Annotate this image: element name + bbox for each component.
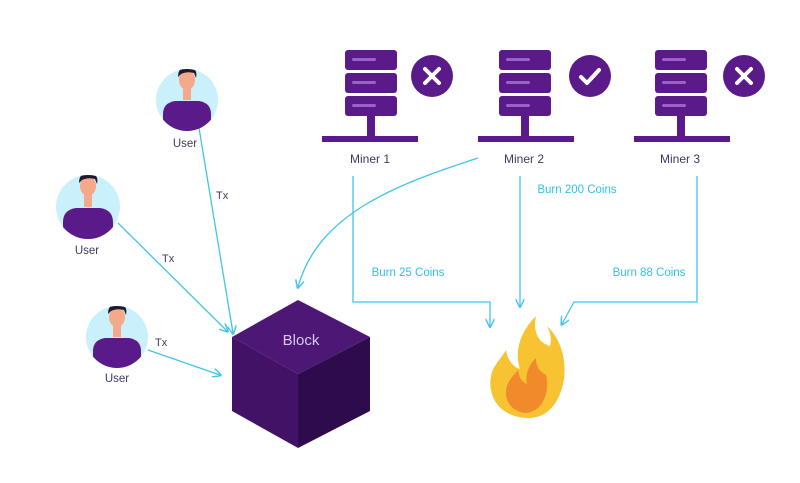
- miner-1: Miner 1 Burn 25 Coins: [322, 50, 453, 279]
- user-avatar-icon: [163, 69, 211, 131]
- user-1: User Tx: [156, 69, 229, 202]
- block-label: Block: [283, 332, 320, 349]
- burn-label: Burn 200 Coins: [537, 184, 617, 196]
- user-label: User: [105, 373, 129, 385]
- burn-arrow-miner-1: [352, 176, 490, 326]
- tx-arrow-user-1: [198, 127, 233, 333]
- block-top-face: [232, 300, 370, 374]
- miner-label: Miner 1: [350, 152, 390, 166]
- user-3: User Tx: [86, 306, 168, 385]
- check-icon: [569, 55, 611, 97]
- user-avatar-icon: [63, 175, 113, 239]
- block-cube: Block: [232, 300, 370, 448]
- block-right-face: [298, 337, 370, 448]
- user-label: User: [75, 245, 99, 257]
- server-icon: [478, 50, 574, 142]
- fire-icon: [490, 316, 565, 419]
- server-icon: [322, 50, 418, 142]
- x-icon: [411, 55, 453, 97]
- miner-3: Miner 3 Burn 88 Coins: [613, 50, 765, 279]
- tx-arrow-user-3: [147, 349, 220, 375]
- flame-inner: [505, 358, 548, 413]
- block-left-face: [232, 337, 298, 448]
- tx-label: Tx: [216, 190, 229, 202]
- tx-arrow-user-2: [117, 222, 227, 331]
- miner2-to-block-arrow: [298, 157, 479, 287]
- burn-arrow-miner-3: [562, 176, 698, 324]
- tx-label: Tx: [162, 253, 175, 265]
- miner-label: Miner 3: [660, 152, 700, 166]
- burn-label: Burn 88 Coins: [613, 267, 686, 279]
- user-2: User Tx: [56, 175, 175, 265]
- arrows: [117, 127, 698, 375]
- miner-2: Miner 2 Burn 200 Coins: [478, 50, 617, 196]
- burn-label: Burn 25 Coins: [372, 267, 445, 279]
- user-label: User: [173, 138, 197, 150]
- x-icon: [723, 55, 765, 97]
- tx-label: Tx: [155, 337, 168, 349]
- server-icon: [634, 50, 730, 142]
- miner-label: Miner 2: [504, 152, 544, 166]
- user-avatar-icon: [93, 306, 141, 368]
